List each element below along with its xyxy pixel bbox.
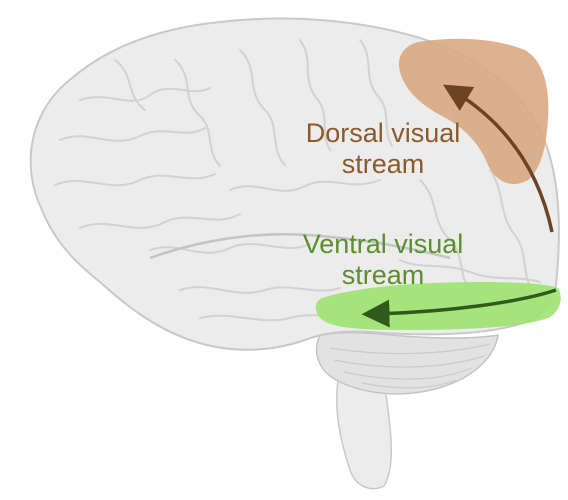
ventral-label-line1: Ventral visual xyxy=(268,229,498,260)
ventral-label-line2: stream xyxy=(268,260,498,291)
dorsal-label-line1: Dorsal visual xyxy=(268,118,498,149)
dorsal-stream-label: Dorsal visual stream xyxy=(268,118,498,180)
ventral-stream-label: Ventral visual stream xyxy=(268,229,498,291)
dorsal-label-line2: stream xyxy=(268,149,498,180)
